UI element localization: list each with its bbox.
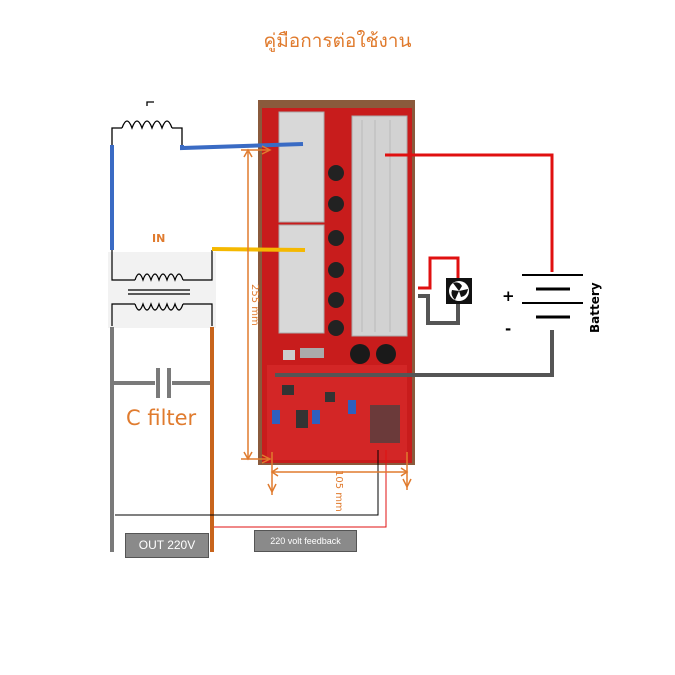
input-wire-yellow	[211, 247, 306, 252]
c-filter-label: C filter	[126, 406, 197, 430]
height-dimension-label: 255 mm	[249, 284, 260, 326]
input-wire-blue	[110, 142, 304, 250]
fan-icon	[446, 278, 472, 304]
dimension-lines	[241, 145, 412, 495]
input-label: IN	[152, 232, 165, 245]
output-wire-gray	[110, 327, 210, 552]
output-220v-box: OUT 220V	[125, 533, 209, 558]
feedback-box: 220 volt feedback	[254, 530, 357, 552]
inductor-icon	[111, 101, 183, 145]
transformer-icon	[108, 250, 216, 328]
width-dimension-label: 105 mm	[333, 470, 344, 512]
battery-plus-label: +	[502, 287, 515, 305]
battery-label: Battery	[588, 282, 602, 333]
battery-wires	[275, 153, 554, 377]
capacitor-icon	[156, 368, 171, 398]
page-title: คู่มือการต่อใช้งาน	[263, 30, 412, 52]
battery-icon	[522, 274, 583, 319]
battery-minus-label: -	[505, 320, 511, 338]
